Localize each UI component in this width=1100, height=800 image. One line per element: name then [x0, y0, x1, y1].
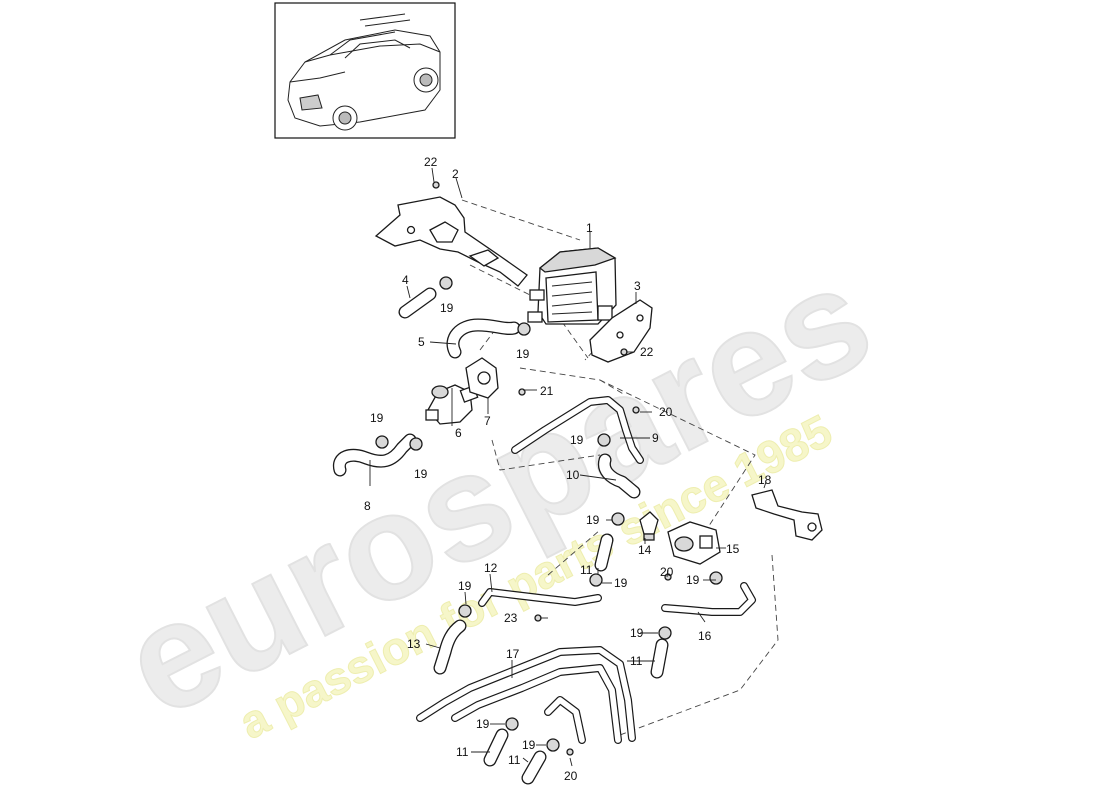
callout-19i: 19	[686, 573, 700, 587]
callout-9: 9	[652, 431, 659, 445]
callout-17: 17	[506, 647, 520, 661]
callout-20b: 20	[660, 565, 674, 579]
callout-15: 15	[726, 542, 740, 556]
hose-part-4	[398, 287, 437, 319]
fastener-group	[432, 181, 672, 756]
callout-1: 1	[586, 221, 593, 235]
callout-21: 21	[540, 384, 554, 398]
leader-lines	[369, 167, 767, 767]
callout-2: 2	[452, 167, 459, 181]
callout-3: 3	[634, 279, 641, 293]
hose-part-8	[332, 433, 417, 477]
callout-19g: 19	[614, 576, 628, 590]
pipe-part-12	[478, 588, 602, 607]
hose-part-10	[597, 453, 641, 499]
hose-part-13	[433, 619, 467, 675]
callout-8: 8	[364, 499, 371, 513]
bracket-part-7	[465, 357, 499, 399]
callout-18: 18	[758, 473, 772, 487]
callout-19f: 19	[586, 513, 600, 527]
callout-19c: 19	[370, 411, 384, 425]
callout-16: 16	[698, 629, 712, 643]
bracket-part-18	[751, 489, 823, 541]
callout-4: 4	[402, 273, 409, 287]
callout-6: 6	[455, 426, 462, 440]
bracket-part-2	[374, 196, 528, 287]
callout-19l: 19	[522, 738, 536, 752]
callout-10: 10	[566, 468, 580, 482]
hose-part-5	[446, 318, 521, 359]
car-thumbnail	[274, 2, 456, 139]
heater-unit-part-1	[527, 247, 617, 325]
callout-19j: 19	[630, 626, 644, 640]
callout-11c: 11	[456, 745, 469, 759]
callout-19d: 19	[414, 467, 428, 481]
callout-19k: 19	[476, 717, 490, 731]
callout-5: 5	[418, 335, 425, 349]
callout-22a: 22	[424, 155, 438, 169]
callout-12: 12	[484, 561, 498, 575]
callout-11a: 11	[580, 563, 593, 577]
pipe-part-16	[661, 582, 756, 616]
clamp-part-19-group	[375, 276, 723, 752]
valve-part-15	[667, 521, 721, 565]
watermark: eurospares a passion for parts since 198…	[97, 231, 896, 750]
pipe-assembly-part-17	[416, 646, 636, 744]
hose-part-11-group	[483, 533, 669, 785]
callout-14: 14	[638, 543, 652, 557]
watermark-brand: eurospares	[98, 232, 895, 749]
callout-20a: 20	[659, 405, 673, 419]
sensor-part-14	[639, 511, 659, 541]
callout-23: 23	[504, 611, 518, 625]
water-pump-part-6	[425, 384, 479, 425]
callout-20c: 20	[564, 769, 578, 783]
callout-11b: 11	[630, 654, 643, 668]
callout-labels: 1 2 3 4 5 6 7 8 9 10 11 11 11 11 12 13 1…	[364, 155, 772, 783]
pipe-part-9	[511, 396, 644, 464]
callout-11d: 11	[508, 753, 521, 767]
callout-19b: 19	[516, 347, 530, 361]
callout-19h: 19	[458, 579, 472, 593]
bracket-part-3	[589, 299, 653, 363]
callout-19e: 19	[570, 433, 584, 447]
callout-19a: 19	[440, 301, 454, 315]
callout-22b: 22	[640, 345, 654, 359]
car-illustration	[287, 13, 441, 131]
callout-7: 7	[484, 414, 491, 428]
callout-13: 13	[407, 637, 421, 651]
